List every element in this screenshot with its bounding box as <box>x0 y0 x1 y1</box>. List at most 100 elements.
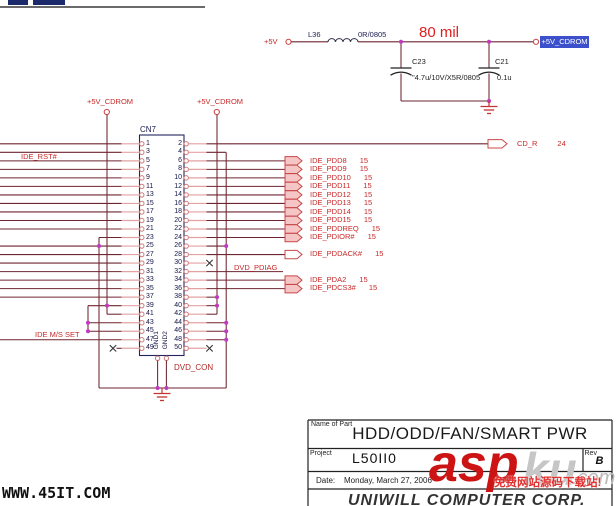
net-label-5v: +5V <box>264 36 278 46</box>
pin-number-40: 40 <box>174 301 182 309</box>
inductor-coil <box>327 38 359 42</box>
pin-number-21: 21 <box>146 225 154 233</box>
pin-number-14: 14 <box>174 191 182 199</box>
pin-number-5: 5 <box>146 156 150 164</box>
pin-circle <box>183 294 189 300</box>
title-project-label: Project <box>310 449 332 457</box>
watermark-asp: asp <box>429 435 519 493</box>
pin-circle <box>139 234 145 241</box>
top-remnant-2 <box>33 0 65 5</box>
inductor-value: 0R/0805 <box>358 30 387 39</box>
pin-circle <box>139 183 145 190</box>
title-date-value: Monday, March 27, 2006 <box>344 476 432 485</box>
top-remnant-1 <box>8 0 28 5</box>
pin-circle <box>183 158 189 164</box>
signal-page: 15 <box>368 283 378 293</box>
pin-circle <box>139 285 145 292</box>
signal-label-row: IDE_PDDACK#15 <box>310 250 383 258</box>
pin-circle <box>154 355 161 361</box>
pin-number-31: 31 <box>146 267 154 275</box>
no-connect-x <box>109 344 117 352</box>
title-company: UNIWILL COMPUTER CORP. <box>348 492 586 506</box>
footer-url[interactable]: WWW.45IT.COM <box>2 484 111 502</box>
pin-number-10: 10 <box>174 173 182 181</box>
pin-circle <box>139 175 145 181</box>
pin-number-28: 28 <box>174 250 182 258</box>
pin-circle <box>183 268 189 275</box>
pin-number-47: 47 <box>146 335 154 343</box>
junction-dot <box>399 39 403 44</box>
pin-number-25: 25 <box>146 242 154 250</box>
pin-circle <box>183 166 189 173</box>
off-page-flag <box>487 139 508 149</box>
pin-circle <box>139 243 145 249</box>
pin-circle <box>183 311 189 317</box>
pin-number-36: 36 <box>174 284 182 292</box>
pin-circle <box>139 158 145 164</box>
pin-number-15: 15 <box>146 199 154 207</box>
cap1-ref: C23 <box>412 57 426 66</box>
pin-circle <box>139 345 145 351</box>
pin-circle <box>183 226 189 232</box>
pin-number-39: 39 <box>146 301 154 309</box>
signal-page: 15 <box>367 232 376 242</box>
watermark-com: .com <box>572 467 616 489</box>
net-label-5v-cdrom-highlighted[interactable]: +5V_CDROM <box>540 35 589 48</box>
pin-number-13: 13 <box>146 191 154 199</box>
signal-page: 15 <box>375 249 384 259</box>
junction-dot <box>97 244 101 249</box>
pin-number-41: 41 <box>146 310 154 318</box>
title-date-label: Date: <box>316 476 336 485</box>
off-page-flag <box>284 173 303 183</box>
signal-name: IDE_PDD9 <box>310 164 347 174</box>
junction-dot <box>86 329 90 334</box>
pin-circle <box>139 277 145 283</box>
pin-number-49: 49 <box>146 344 154 352</box>
cd-r-page: 24 <box>557 138 566 148</box>
junction-dot <box>86 320 90 325</box>
junction-dot <box>105 303 109 308</box>
pin-number-19: 19 <box>146 216 154 224</box>
pin-circle <box>183 175 189 181</box>
pin-number-2: 2 <box>178 139 182 147</box>
pin-number-32: 32 <box>174 267 182 275</box>
pin-circle <box>139 166 145 173</box>
signal-name: IDE_PDD12 <box>310 189 351 199</box>
signal-page: 15 <box>359 164 369 174</box>
off-page-flag <box>284 215 303 226</box>
title-part-name: HDD/ODD/FAN/SMART PWR <box>352 424 588 443</box>
pin-number-43: 43 <box>146 318 154 326</box>
signal-name: IDE_PDA2 <box>310 274 347 284</box>
pin-number-34: 34 <box>174 276 182 284</box>
pin-circle <box>285 38 292 45</box>
pin-number-48: 48 <box>174 335 182 343</box>
cd-r-label: CD_R <box>517 138 538 148</box>
pin-circle <box>183 149 189 156</box>
pin-circle <box>183 345 189 351</box>
off-page-flag <box>284 164 303 175</box>
pin-circle <box>183 234 189 241</box>
trace-width-note: 80 mil <box>419 24 460 41</box>
cap-plate <box>478 71 500 76</box>
signal-name: IDE_PDD11 <box>310 181 351 191</box>
off-page-flag <box>284 190 303 200</box>
pin-number-26: 26 <box>174 242 182 250</box>
gnd1-pin-label: GND1 <box>152 330 160 349</box>
pin-circle <box>183 277 189 283</box>
pin-number-11: 11 <box>146 182 154 190</box>
signal-page: 15 <box>363 172 373 182</box>
pin-number-23: 23 <box>146 233 154 241</box>
pin-number-7: 7 <box>146 165 150 173</box>
off-page-flag <box>284 283 303 294</box>
pin-circle <box>183 285 189 292</box>
signal-name: IDE_PDDREQ <box>310 223 359 233</box>
pin-circle <box>183 192 189 198</box>
pin-circle <box>139 260 145 266</box>
net-label-ide-rst: IDE_RST# <box>21 152 57 161</box>
pin-circle <box>139 337 145 343</box>
pin-circle <box>139 149 145 156</box>
